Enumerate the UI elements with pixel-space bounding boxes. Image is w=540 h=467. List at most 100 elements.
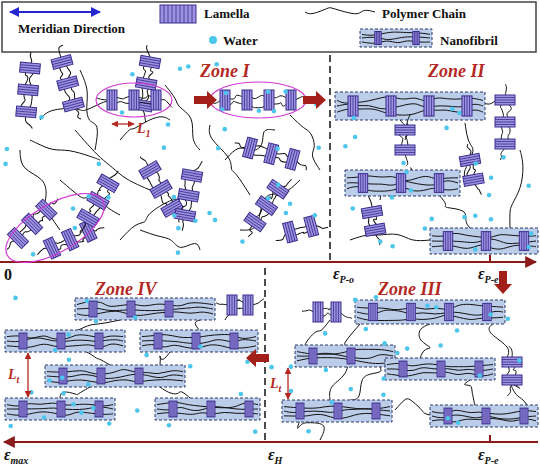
lamella [57, 76, 79, 91]
legend-text: Water [223, 34, 258, 47]
lamella-stripe [445, 232, 446, 251]
lamella-stripe [59, 83, 78, 88]
lamella-stripe [374, 403, 375, 419]
lamella-stripe [398, 174, 399, 193]
lamella-stripe [449, 408, 450, 424]
polymer-chain [30, 52, 33, 64]
polymer-chain [57, 66, 64, 80]
lamella-stripe [338, 403, 339, 419]
lamella-stripe [351, 348, 352, 364]
water-dot [60, 375, 65, 380]
lamella-stripe [395, 152, 415, 153]
nanofibril-body [360, 29, 432, 47]
lamella-stripe [248, 295, 249, 315]
lamella-stripe [232, 295, 233, 315]
lamella-stripe [151, 182, 168, 192]
lamella-stripe [211, 401, 212, 417]
lamella-stripe [176, 5, 177, 23]
water-dot [306, 429, 311, 434]
polymer-chain [501, 126, 503, 140]
lamella-stripe [271, 90, 272, 110]
lamella-stripe [391, 96, 392, 116]
group-outline [96, 83, 172, 117]
polymer-chain [508, 126, 510, 140]
lamella-stripe [483, 232, 484, 251]
lamella-stripe [378, 32, 379, 45]
lamella [372, 403, 380, 419]
lamella-stripe [156, 90, 157, 110]
legend-swatch [209, 36, 217, 44]
lamella [20, 62, 41, 74]
lamella-stripe [235, 333, 236, 349]
water-dot [106, 195, 111, 200]
water-dot [517, 358, 522, 363]
nanofibril-body [355, 300, 505, 324]
lamella-stripe [395, 147, 415, 148]
lamella-stripe [141, 165, 158, 175]
strain-label: εP-e [478, 447, 498, 466]
lamella [19, 333, 27, 349]
lamella-stripe [91, 194, 108, 204]
polymer-chain [251, 95, 265, 98]
polymer-chain [21, 93, 26, 107]
water-dot [526, 184, 531, 189]
lamella [407, 303, 416, 320]
lamella-stack [232, 134, 311, 173]
water-dot [478, 373, 483, 378]
polymer-chain [29, 72, 34, 86]
water-dot [257, 109, 262, 114]
lamella [57, 401, 65, 417]
lamella-stripe [287, 222, 292, 241]
lamella-stripe [249, 401, 250, 417]
strain-label: εP-o [333, 266, 354, 285]
water-dot [222, 127, 227, 132]
lamella-stripe [247, 138, 252, 157]
lamella [227, 295, 237, 315]
lamella-stripe [365, 174, 366, 193]
polymer-chain [293, 224, 307, 230]
lamella-stripe [156, 333, 157, 349]
strain-axis [0, 261, 536, 263]
water-dot [395, 351, 400, 356]
water-dot [381, 393, 386, 398]
polymer-chain [80, 70, 97, 150]
lamella-stripe [61, 401, 62, 417]
lamella-stripe [194, 333, 195, 349]
lamella-stripe [232, 333, 233, 349]
lamella-stripe [140, 163, 157, 173]
lamella-stripe [333, 302, 334, 322]
lamella-stripe [495, 144, 515, 145]
lamella-stripe [320, 302, 321, 322]
strain-axis [4, 441, 538, 443]
lamella-stripe [143, 167, 160, 177]
water-dot [316, 145, 321, 150]
lamella-stripe [451, 303, 452, 320]
lamella-stripe [16, 113, 36, 115]
lamella-stripe [336, 403, 337, 419]
lamella [347, 348, 355, 364]
lamella-stripe [23, 219, 37, 233]
lamella-stripe [363, 213, 383, 216]
polymer-chain [509, 346, 512, 358]
zone-label: Zone IV [95, 280, 157, 298]
lamella [283, 221, 298, 243]
lamella-stripe [212, 401, 213, 417]
water-dot [275, 146, 280, 151]
lamella [443, 232, 452, 251]
water-dot [438, 343, 443, 348]
water-dot [473, 247, 478, 252]
water-dot [289, 389, 294, 394]
water-dot [239, 392, 244, 397]
polymer-chain [273, 103, 287, 106]
lamella-stripe [290, 150, 295, 169]
water-dot [31, 252, 36, 257]
lamella [139, 55, 160, 68]
lamella-stripe [18, 87, 38, 89]
polymer-chain [181, 219, 185, 231]
water-dot [86, 382, 91, 387]
legend-text: Meridian Direction [18, 22, 125, 35]
process-arrow [303, 91, 326, 109]
lamella [97, 368, 105, 384]
lamella [243, 137, 258, 159]
lamella [445, 303, 454, 320]
